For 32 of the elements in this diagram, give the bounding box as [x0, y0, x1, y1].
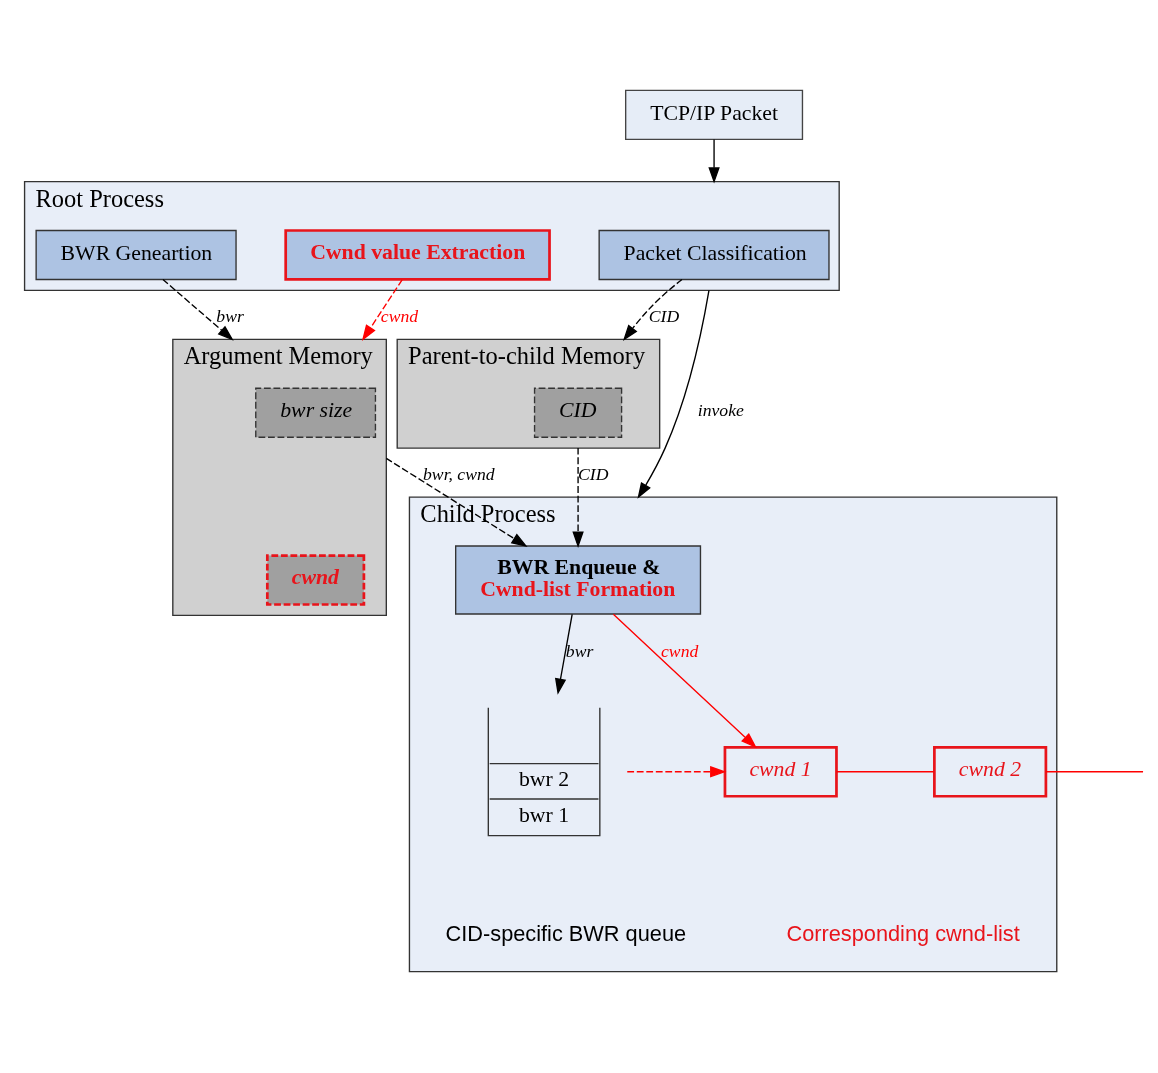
edge-label: CID	[578, 463, 609, 484]
edge-label: cwnd	[661, 640, 699, 661]
edge-label: cwnd	[380, 306, 419, 327]
arrow	[554, 613, 573, 695]
node-label: CID-specific BWR queue	[445, 921, 687, 947]
edge-label: invoke	[697, 400, 744, 421]
node-box: cwnd	[265, 554, 366, 606]
connector	[1045, 771, 1144, 773]
node-box: bwr size	[255, 387, 377, 438]
connector	[836, 771, 935, 773]
node-box: TCP/IP Packet	[625, 89, 804, 141]
edge-label: bwr, cwnd	[423, 463, 495, 484]
arrow	[572, 447, 584, 548]
arrow	[361, 279, 403, 342]
arrow	[708, 138, 720, 184]
arrow	[622, 278, 683, 341]
edge-label: CID	[648, 306, 680, 327]
node-box: CID	[533, 387, 623, 438]
node-box: Cwnd value Extraction	[284, 229, 551, 281]
arrow	[626, 766, 727, 778]
edge-label: bwr	[565, 640, 594, 661]
node-box: BWR Geneartion	[35, 229, 237, 281]
node-text: bwr 2 bwr 1	[518, 767, 570, 827]
node-box: BWR Enqueue & Cwnd-list Formation	[455, 545, 702, 615]
arrow	[162, 278, 234, 341]
node-box: Packet Classification	[598, 229, 830, 281]
label: Corresponding cwnd-list	[786, 921, 1020, 947]
edge-label: bwr	[216, 306, 244, 327]
node-box: cwnd 2	[933, 745, 1048, 798]
node-box: cwnd 1	[723, 745, 838, 798]
arrow	[637, 289, 710, 499]
arrow	[612, 613, 757, 749]
